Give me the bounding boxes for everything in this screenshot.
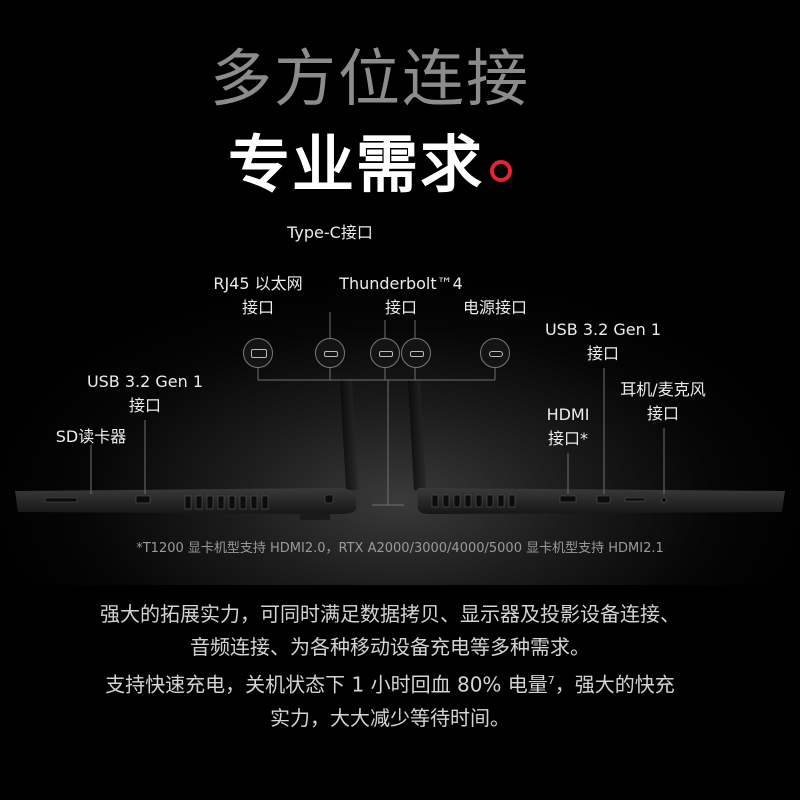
description-area (0, 585, 800, 800)
accent-dot-icon (490, 160, 512, 182)
footnote-ref: 7 (547, 674, 555, 687)
label-sd: SD读卡器 (55, 427, 127, 446)
label-headphone: 耳机/麦克风接口 (620, 380, 706, 423)
thunderbolt-port-icon-2 (401, 338, 431, 368)
right-laptop-lid (408, 380, 426, 490)
label-power: 电源接口 (462, 298, 527, 317)
hdmi-port (559, 495, 577, 503)
description-paragraph: 强大的拓展实力，可同时满足数据拷贝、显示器及投影设备连接、 音频连接、为各种移动… (100, 602, 680, 730)
footnote: *T1200 显卡机型支持 HDMI2.0，RTX A2000/3000/400… (136, 541, 664, 556)
label-typec: Type-C接口 (287, 223, 373, 242)
headline-line1: 多方位连接 (209, 42, 530, 115)
usb-left-port (135, 495, 151, 504)
left-laptop-lid (340, 380, 358, 490)
label-rj45: RJ45 以太网接口 (213, 274, 303, 317)
headline-line2: 专业需求 (0, 114, 740, 204)
typec-port-icon (315, 338, 345, 368)
usb-right-port (596, 495, 611, 504)
laptop-illustration (15, 312, 785, 520)
rj45-port-icon (243, 338, 273, 368)
headphone-port (661, 497, 667, 503)
thunderbolt-port-icon-1 (370, 338, 400, 368)
product-stage (0, 0, 800, 585)
power-port-icon (480, 338, 510, 368)
sd-slot (44, 497, 78, 503)
